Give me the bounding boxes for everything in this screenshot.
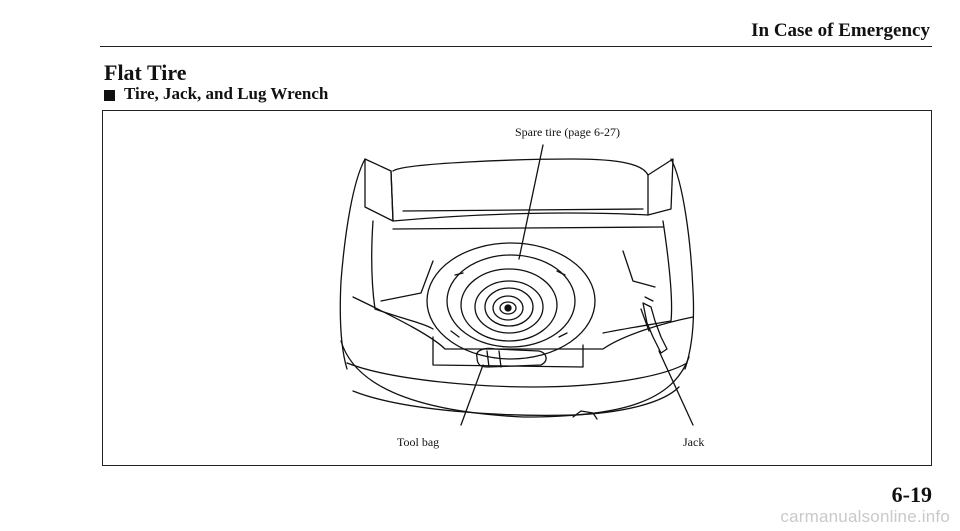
- site-watermark[interactable]: carmanualsonline.info: [780, 507, 950, 526]
- bullet-square-icon: [104, 89, 115, 101]
- subsection-heading: Tire, Jack, and Lug Wrench: [104, 84, 328, 104]
- jack-callout: Jack: [683, 435, 705, 449]
- trunk-illustration: [339, 144, 695, 426]
- trunk-illustration-frame: Spare tire (page 6-27) Tool bag Jack: [102, 110, 932, 466]
- chapter-header-title: In Case of Emergency: [751, 20, 930, 41]
- section-title: Flat Tire: [104, 60, 187, 85]
- subsection-title: Tire, Jack, and Lug Wrench: [124, 84, 329, 103]
- spare-tire-callout: Spare tire (page 6-27): [515, 125, 620, 139]
- page-number: 6-19: [891, 482, 932, 507]
- tool-bag-callout: Tool bag: [397, 435, 440, 449]
- header-rule: [100, 46, 932, 47]
